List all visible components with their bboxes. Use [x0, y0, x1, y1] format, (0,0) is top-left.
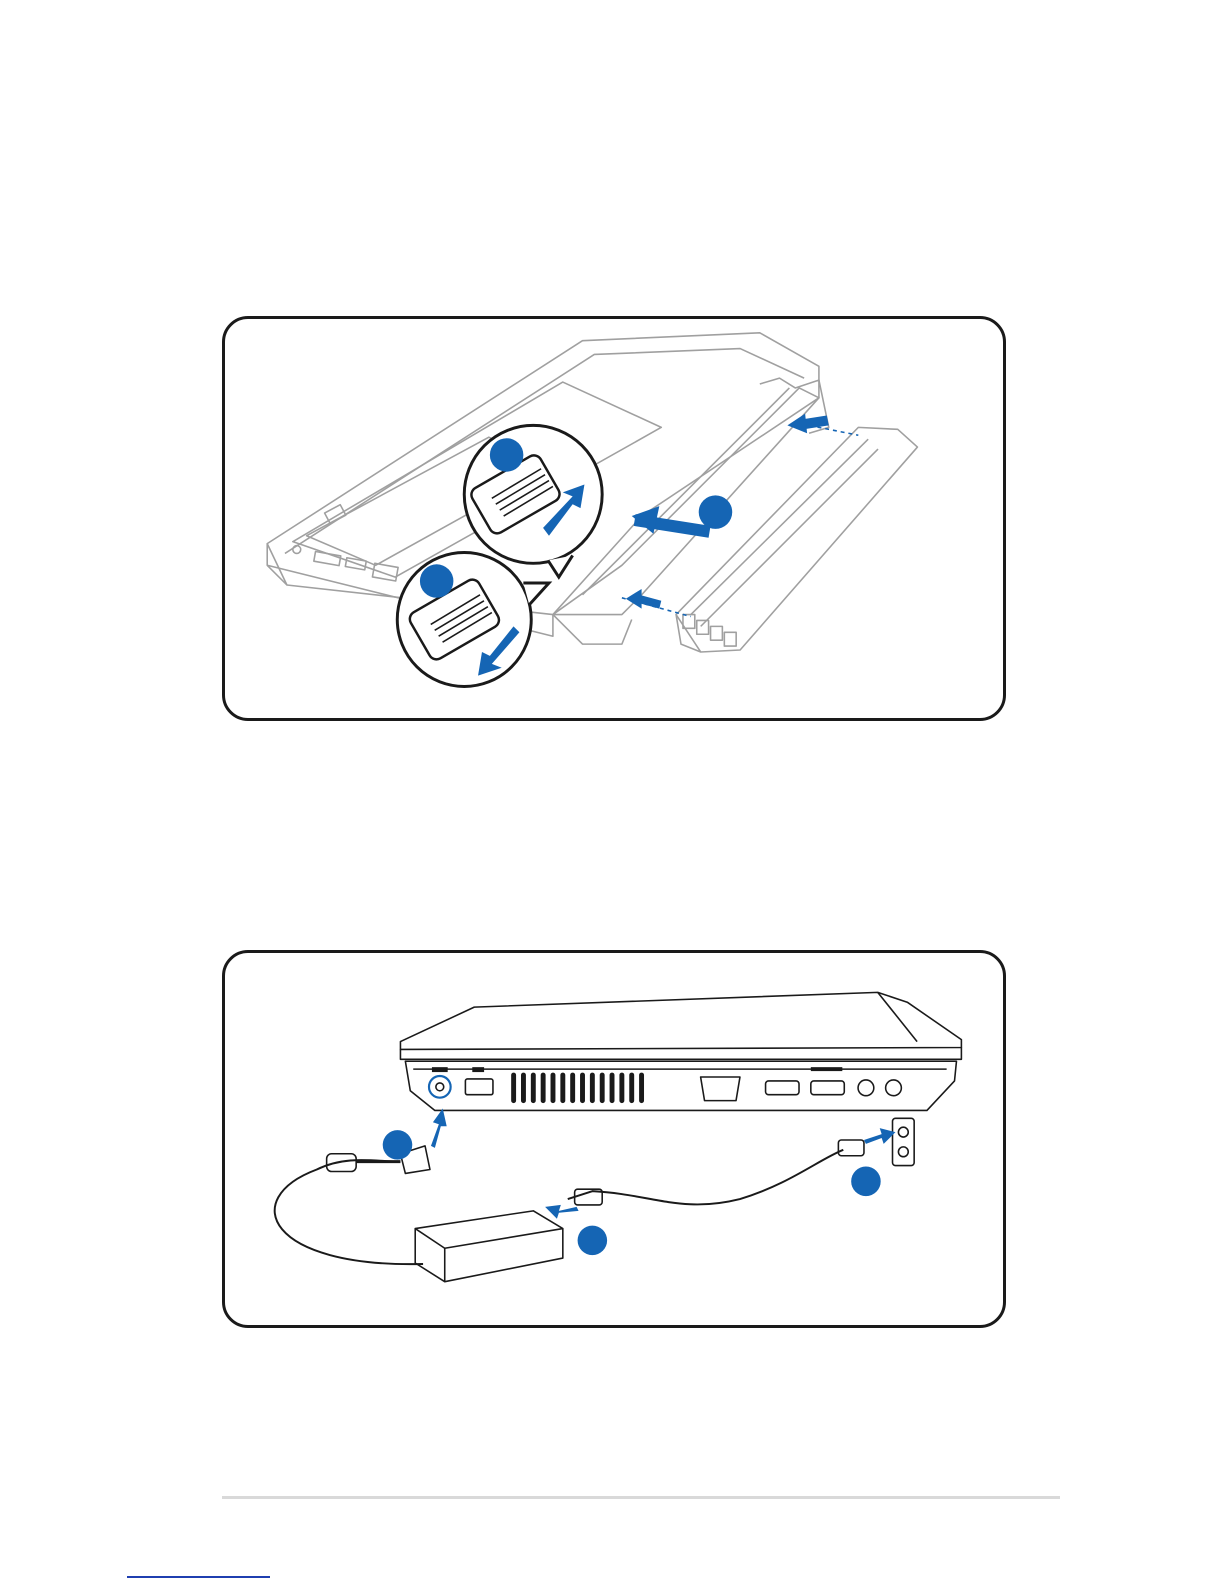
battery-pack	[676, 427, 917, 652]
step-marker	[490, 438, 523, 471]
hdmi-port	[766, 1081, 799, 1095]
footer-rule	[222, 1496, 1060, 1499]
step-marker	[420, 564, 453, 597]
plug-in-adapter-arrow-icon	[545, 1205, 578, 1219]
laptop-lid	[400, 992, 961, 1049]
power-connect-figure	[222, 950, 1006, 1328]
plug-in-dc-arrow-icon	[431, 1108, 447, 1147]
step-marker	[383, 1130, 413, 1160]
displayport-port	[811, 1081, 844, 1095]
power-connect-illustration	[225, 953, 1003, 1325]
wall-outlet	[893, 1118, 915, 1165]
footer-link-underline[interactable]	[127, 1576, 270, 1578]
mic-jack	[858, 1080, 874, 1096]
latch-zoom-bottom	[397, 552, 549, 686]
ac-cable	[568, 1150, 844, 1205]
step-marker	[851, 1167, 881, 1197]
vent-grille	[514, 1075, 642, 1101]
dc-in-port	[429, 1076, 451, 1098]
vga-port	[701, 1077, 740, 1101]
battery-install-figure	[222, 316, 1006, 721]
battery-install-illustration	[225, 319, 1003, 718]
power-adapter	[415, 1211, 563, 1282]
step-marker	[578, 1226, 608, 1256]
headphone-jack	[886, 1080, 902, 1096]
step-marker	[699, 495, 732, 528]
direction-arrows	[431, 1108, 896, 1218]
usb-port	[465, 1079, 493, 1095]
plug-in-outlet-arrow-icon	[864, 1128, 895, 1144]
dc-cable	[275, 1160, 423, 1264]
